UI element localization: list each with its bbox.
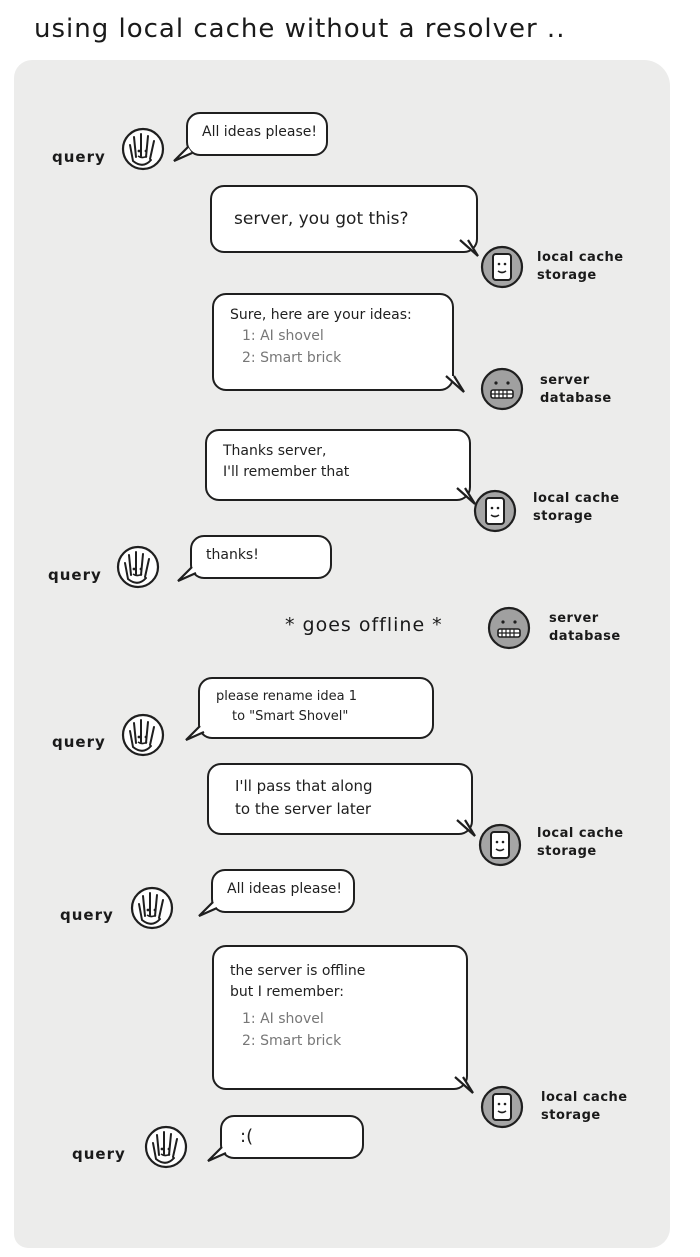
bubble-tail — [207, 1146, 227, 1163]
cache-label: local cache storage — [533, 491, 620, 525]
bubble-text: the server is offline — [230, 963, 366, 979]
server-face-icon — [487, 606, 531, 650]
bubble-text: Thanks server, — [223, 443, 327, 459]
server-face-icon — [480, 367, 524, 411]
bubble-text: All ideas please! — [202, 124, 318, 140]
hand-wave-icon — [116, 545, 160, 589]
speech-bubble-query-3: please rename idea 1 to "Smart Shovel" — [198, 677, 434, 739]
bubble-text: server, you got this? — [234, 209, 409, 229]
speech-bubble-query-5: :( — [220, 1115, 364, 1159]
bubble-text: All ideas please! — [227, 881, 343, 897]
bubble-text: to the server later — [235, 799, 372, 818]
bubble-tail — [456, 819, 476, 837]
bubble-tail — [198, 901, 218, 918]
query-label: query — [48, 566, 102, 584]
speech-bubble-query-2: thanks! — [190, 535, 332, 579]
query-label: query — [60, 906, 114, 924]
hand-wave-icon — [121, 713, 165, 757]
speech-bubble-cache-1: server, you got this? — [210, 185, 478, 253]
phone-face-icon — [473, 489, 517, 533]
hand-wave-icon — [144, 1125, 188, 1169]
idea-item: 2: Smart brick — [242, 1032, 342, 1049]
bubble-text: to "Smart Shovel" — [232, 708, 349, 724]
bubble-text: please rename idea 1 — [216, 689, 358, 704]
bubble-tail — [454, 1076, 474, 1094]
query-label: query — [52, 733, 106, 751]
cache-label: local cache storage — [541, 1090, 628, 1124]
phone-face-icon — [480, 1085, 524, 1129]
bubble-tail — [185, 725, 205, 742]
bubble-text: I'll remember that — [223, 464, 350, 480]
bubble-tail — [456, 487, 476, 505]
cache-label: local cache storage — [537, 826, 624, 860]
bubble-tail — [177, 566, 197, 583]
speech-bubble-query-4: All ideas please! — [211, 869, 355, 913]
idea-item: 1: AI shovel — [242, 1011, 324, 1027]
phone-face-icon — [478, 823, 522, 867]
server-label: server database — [549, 611, 621, 645]
hand-wave-icon — [130, 886, 174, 930]
diagram-title: using local cache without a resolver .. — [34, 14, 566, 44]
bubble-text: thanks! — [206, 547, 259, 563]
server-label: server database — [540, 373, 612, 407]
phone-face-icon — [480, 245, 524, 289]
cache-label: local cache storage — [537, 250, 624, 284]
speech-bubble-cache-2: Thanks server, I'll remember that — [205, 429, 471, 501]
speech-bubble-cache-4: the server is offline but I remember: 1:… — [212, 945, 468, 1090]
bubble-text: but I remember: — [230, 984, 344, 1000]
query-label: query — [52, 148, 106, 166]
bubble-tail — [173, 146, 193, 163]
speech-bubble-server-1: Sure, here are your ideas: 1: AI shovel … — [212, 293, 454, 391]
offline-annotation: * goes offline * — [285, 614, 443, 636]
hand-wave-icon — [121, 127, 165, 171]
idea-item: 2: Smart brick — [242, 349, 342, 366]
bubble-tail — [459, 239, 479, 257]
bubble-tail — [445, 375, 465, 393]
speech-bubble-query-1: All ideas please! — [186, 112, 328, 156]
bubble-text: I'll pass that along — [235, 777, 373, 795]
idea-item: 1: AI shovel — [242, 328, 324, 344]
bubble-text: Sure, here are your ideas: — [230, 307, 412, 323]
speech-bubble-cache-3: I'll pass that along to the server later — [207, 763, 473, 835]
bubble-text: :( — [240, 1126, 254, 1147]
query-label: query — [72, 1145, 126, 1163]
